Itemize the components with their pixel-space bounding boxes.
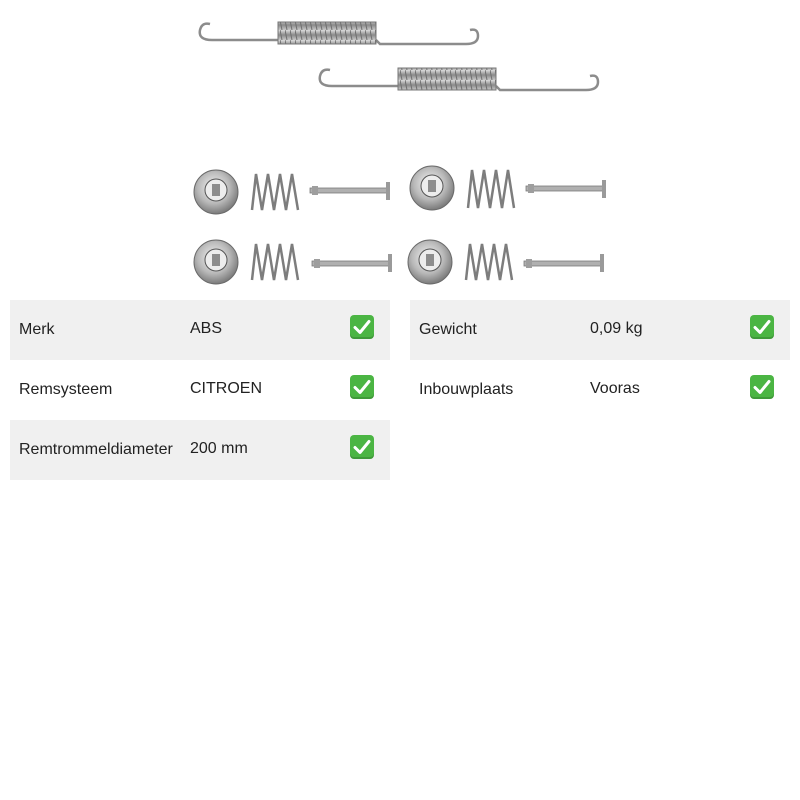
check-icon: [750, 315, 774, 339]
spec-value: 0,09 kg: [590, 320, 643, 337]
spec-row: Gewicht 0,09 kg: [410, 300, 790, 360]
spec-value: Vooras: [590, 380, 640, 397]
specs-table-left: Merk ABS Remsysteem CITROEN Remtrommeldi…: [10, 300, 390, 480]
specs-table-right: Gewicht 0,09 kg Inbouwplaats Vooras: [410, 300, 790, 420]
spec-value: 200 mm: [190, 440, 248, 457]
hold-down-set-icon: [193, 239, 392, 285]
spec-row: Merk ABS: [10, 300, 390, 360]
spec-row: Remtrommeldiameter 200 mm: [10, 420, 390, 480]
return-spring-icon: [318, 67, 600, 92]
check-icon: [350, 375, 374, 399]
return-spring-icon: [198, 21, 480, 46]
hold-down-set-icon: [409, 165, 606, 211]
spec-value: CITROEN: [190, 380, 262, 397]
check-icon: [750, 375, 774, 399]
hold-down-set-icon: [193, 169, 390, 215]
spec-label: Remtrommeldiameter: [19, 441, 173, 458]
check-icon: [350, 435, 374, 459]
check-icon: [350, 315, 374, 339]
product-image: [193, 21, 606, 285]
hold-down-set-icon: [407, 239, 604, 285]
spec-label: Remsysteem: [19, 381, 113, 398]
spec-row: Remsysteem CITROEN: [10, 360, 390, 420]
spec-row: Inbouwplaats Vooras: [410, 360, 790, 420]
spec-label: Inbouwplaats: [419, 381, 514, 398]
spec-label: Merk: [19, 321, 55, 338]
spec-value: ABS: [190, 320, 223, 337]
spec-label: Gewicht: [419, 321, 477, 338]
